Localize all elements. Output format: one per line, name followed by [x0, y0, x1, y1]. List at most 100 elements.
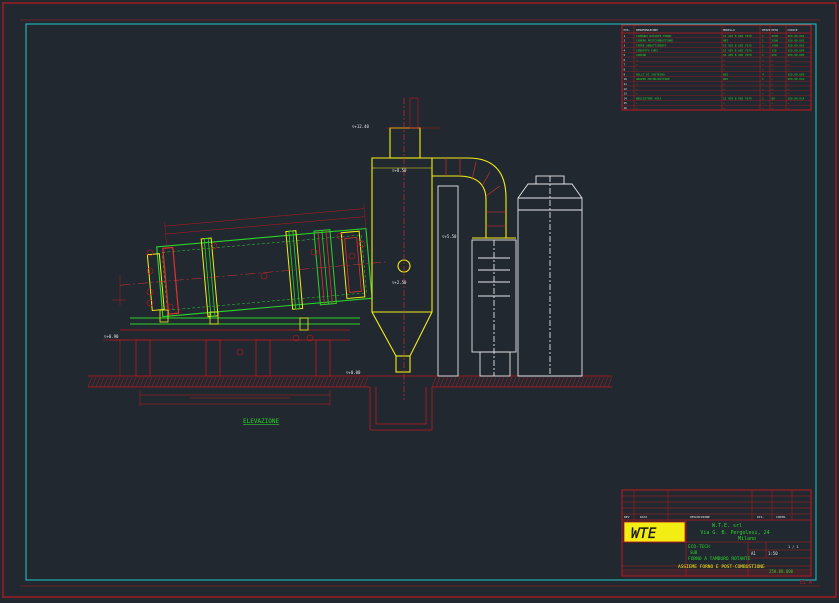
bom-cell: —	[788, 68, 790, 72]
bom-cell: —	[723, 63, 725, 67]
revision-labels: REV DATA DESCRIZIONE DIS. CONTR.	[624, 515, 787, 519]
hatch-stroke	[591, 376, 597, 388]
hatch-stroke	[439, 376, 445, 388]
hatch-stroke	[435, 376, 441, 388]
bom-cell: —	[723, 106, 725, 110]
hatch-stroke	[231, 376, 237, 388]
hatch-stroke	[235, 376, 241, 388]
bom-cell: 3500	[772, 39, 779, 43]
hatch-stroke	[107, 376, 113, 388]
bom-cell: 4	[624, 48, 626, 52]
rev-label-drawn: DIS.	[757, 515, 764, 519]
hatch-stroke	[575, 376, 581, 388]
bom-cell: —	[636, 68, 638, 72]
hatch-stroke	[471, 376, 477, 388]
company-address: Via G. B. Pergolesi, 24	[700, 530, 769, 536]
title-block: REV DATA DESCRIZIONE DIS. CONTR. WTE W.T…	[621, 489, 812, 577]
bom-cell: —	[762, 58, 764, 62]
ground-hatch	[87, 376, 613, 388]
hatch-stroke	[595, 376, 601, 388]
bom-cell: 250.00.014	[788, 96, 805, 100]
hatch-stroke	[103, 376, 109, 388]
hatch-stroke	[299, 376, 305, 388]
company-logo-text: WTE	[631, 526, 657, 542]
bom-cell: 1	[762, 77, 764, 81]
bom-cell: 4	[762, 72, 764, 76]
bom-cell: 13	[624, 92, 628, 96]
project-name: ECO-TECH	[688, 544, 710, 550]
hatch-stroke	[311, 376, 317, 388]
bom-cell: —	[772, 82, 774, 86]
hatch-stroke	[447, 376, 453, 388]
bom-cell: —	[772, 101, 774, 105]
level-marker-4: ▽+2.50	[392, 280, 407, 285]
bom-cell: CAMERA POSTCOMBUSTIONE	[636, 39, 673, 43]
hatch-stroke	[563, 376, 569, 388]
bom-cell: 12	[624, 87, 628, 91]
bom-cell: TAMBURO ROTANTE FORNO	[636, 34, 672, 38]
hatch-stroke	[111, 376, 117, 388]
hatch-stroke	[567, 376, 573, 388]
drawing-code: 250.00.000	[769, 569, 794, 574]
hatch-stroke	[131, 376, 137, 388]
hatch-stroke	[159, 376, 165, 388]
hatch-stroke	[243, 376, 249, 388]
hatch-stroke	[155, 376, 161, 388]
hatch-stroke	[335, 376, 341, 388]
bom-cell: —	[762, 82, 764, 86]
rotary-kiln	[103, 204, 389, 406]
bom-header-cell: PEZZI	[762, 28, 771, 32]
hatch-stroke	[207, 376, 213, 388]
bom-cell: —	[762, 68, 764, 72]
drawing-format: A1	[751, 551, 756, 556]
bom-cell: —	[723, 92, 725, 96]
hatch-stroke	[247, 376, 253, 388]
hatch-stroke	[431, 376, 437, 388]
rev-label-date: DATA	[640, 515, 647, 519]
bom-cell: —	[723, 82, 725, 86]
hatch-stroke	[443, 376, 449, 388]
bom-cell: 15	[624, 101, 628, 105]
hatch-stroke	[147, 376, 153, 388]
hatch-stroke	[583, 376, 589, 388]
bom-cell: 250.00.009	[788, 72, 805, 76]
hatch-stroke	[179, 376, 185, 388]
hatch-stroke	[535, 376, 541, 388]
hatch-stroke	[227, 376, 233, 388]
bom-cell: 250.00.003	[788, 43, 805, 47]
scrubber-tower	[437, 185, 517, 377]
rev-label-checked: CONTR.	[776, 515, 787, 519]
hatch-stroke	[167, 376, 173, 388]
hatch-stroke	[135, 376, 141, 388]
bom-cell: 9	[624, 72, 626, 76]
bom-header-cell: DENOMINAZIONE	[636, 28, 658, 32]
company-city: Milano	[738, 536, 756, 542]
hatch-stroke	[547, 376, 553, 388]
hatch-stroke	[363, 376, 369, 388]
hatch-stroke	[603, 376, 609, 388]
chamber-stack	[386, 97, 440, 129]
bom-cell: —	[636, 101, 638, 105]
bom-cell: 1	[762, 39, 764, 43]
chimney	[517, 175, 583, 377]
corner-label: E1 W	[800, 580, 813, 586]
hatch-stroke	[143, 376, 149, 388]
hatch-stroke	[211, 376, 217, 388]
hatch-stroke	[191, 376, 197, 388]
hatch-stroke	[283, 376, 289, 388]
hatch-stroke	[479, 376, 485, 388]
bom-cell: —	[772, 92, 774, 96]
bom-cell: —	[636, 92, 638, 96]
bom-cell: —	[723, 87, 725, 91]
sheet-number: 1 / 1	[788, 545, 799, 549]
bom-cell: —	[723, 101, 725, 105]
hatch-stroke	[203, 376, 209, 388]
hatch-stroke	[215, 376, 221, 388]
level-markers: ▽+12.40 ▽+8.50 ▽+5.50 ▽+2.50 ▽+0.90 ▽+0.…	[104, 124, 457, 375]
hatch-stroke	[267, 376, 273, 388]
bom-cell: CAMINO	[636, 53, 646, 57]
bom-cell: —	[762, 63, 764, 67]
hatch-stroke	[315, 376, 321, 388]
